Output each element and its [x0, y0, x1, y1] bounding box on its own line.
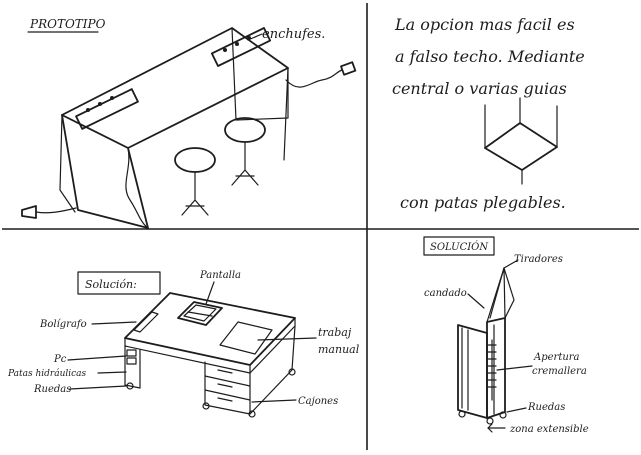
wheels-label-cabinet: Ruedas — [527, 402, 565, 413]
desk-solution-title: Solución: — [85, 278, 137, 291]
lock-label: candado — [424, 288, 467, 299]
option-line-2: a falso techo. Mediante — [395, 47, 585, 66]
panel-dividers — [2, 3, 639, 450]
desk-sketch — [125, 293, 295, 417]
booth-sketch — [22, 28, 355, 228]
panel-cabinet-solution: SOLUCIÓN Tiradores candado — [424, 237, 589, 435]
manual-work-label-2: manual — [318, 343, 360, 356]
folding-legs-text: con patas plegables. — [400, 193, 566, 212]
zipper-opening-label-2: cremallera — [532, 366, 587, 377]
folding-cabinet-sketch — [458, 260, 518, 432]
folding-frame-sketch — [485, 98, 557, 184]
option-line-1: La opcion mas facil es — [394, 15, 575, 34]
panel-prototype: PROTOTIPO enchufes. — [22, 17, 355, 228]
pulls-label: Tiradores — [514, 254, 563, 265]
manual-work-label-1: trabaj — [318, 326, 352, 339]
zipper-opening-label-1: Apertura — [533, 352, 580, 363]
pens-label: Bolígrafo — [39, 319, 87, 330]
prototype-title: PROTOTIPO — [29, 17, 106, 31]
wheels-label-desk: Ruedas — [33, 384, 71, 395]
panel-desk-solution: Solución: Pantalla — [7, 270, 360, 417]
extensible-zone-label: zona extensible — [509, 424, 589, 435]
hydraulic-legs-label: Patas hidráulicas — [7, 368, 87, 379]
option-line-3: central o varias guias — [392, 79, 567, 98]
screen-label: Pantalla — [199, 270, 241, 281]
cabinet-solution-title: SOLUCIÓN — [430, 241, 489, 253]
drawers-label: Cajones — [298, 396, 338, 407]
panel-ceiling-option: La opcion mas facil es a falso techo. Me… — [392, 15, 585, 212]
pc-label: Pc — [53, 354, 67, 365]
plugs-label: enchufes. — [262, 27, 325, 42]
